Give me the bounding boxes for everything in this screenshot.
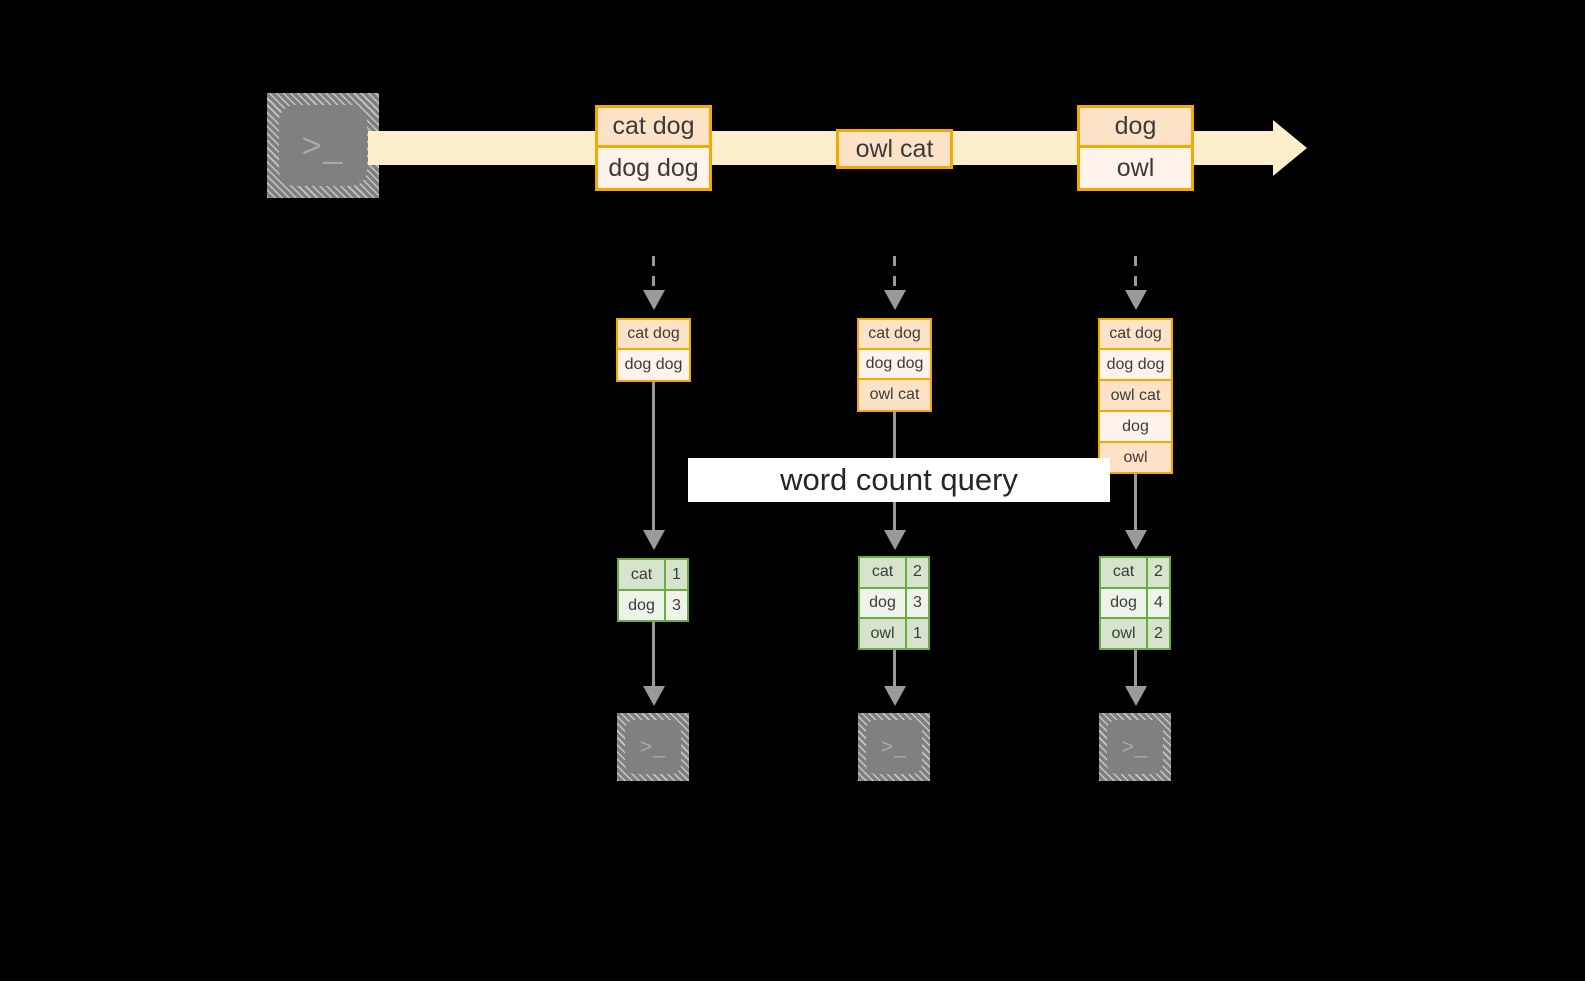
terminal-prompt-glyph: >_ <box>1121 735 1149 759</box>
column-1-result-count-1: 1 <box>666 560 687 589</box>
column-3-result-word-1: cat <box>1101 558 1148 587</box>
column-3-result-count-2: 4 <box>1148 588 1169 618</box>
terminal-screen <box>865 720 923 774</box>
stream-batch-1[interactable]: cat dog dog dog <box>595 105 712 191</box>
column-1-query-arrowhead <box>643 530 665 550</box>
column-1-accumulated-records[interactable]: cat dog dog dog <box>616 318 691 382</box>
stream-batch-1-line-2: dog dog <box>598 148 709 188</box>
terminal-screen <box>624 720 682 774</box>
column-3-accumulated-records[interactable]: cat dog dog dog owl cat dog owl <box>1098 318 1173 474</box>
column-3-result-table[interactable]: cat 2 dog 4 owl 2 <box>1099 556 1171 650</box>
column-1-stream-tap-line <box>652 256 655 294</box>
column-2-sink-arrowhead <box>884 686 906 706</box>
column-3-result-count-3: 2 <box>1148 619 1169 649</box>
column-2-result-table[interactable]: cat 2 dog 3 owl 1 <box>858 556 930 650</box>
column-3-result-word-2: dog <box>1101 588 1148 618</box>
table-row: cat 1 <box>619 560 687 591</box>
table-row: cat 2 <box>1101 558 1169 589</box>
column-3-record-3: owl cat <box>1100 381 1171 412</box>
column-2-result-word-1: cat <box>860 558 907 587</box>
column-2-stream-tap-line <box>893 256 896 294</box>
source-terminal-icon[interactable]: >_ <box>267 93 379 198</box>
column-3-sink-line <box>1134 650 1137 690</box>
column-1-record-2: dog dog <box>618 350 689 380</box>
column-2-sink-terminal-icon[interactable]: >_ <box>858 713 930 781</box>
column-3-sink-terminal-icon[interactable]: >_ <box>1099 713 1171 781</box>
column-3-result-word-3: owl <box>1101 619 1148 649</box>
stream-batch-3[interactable]: dog owl <box>1077 105 1194 191</box>
column-2-result-count-2: 3 <box>907 588 928 618</box>
terminal-prompt-glyph: >_ <box>301 126 345 165</box>
column-3-record-5: owl <box>1100 443 1171 472</box>
column-1-sink-arrowhead <box>643 686 665 706</box>
terminal-screen <box>1106 720 1164 774</box>
column-2-record-3: owl cat <box>859 380 930 410</box>
column-3-record-4: dog <box>1100 412 1171 443</box>
column-2-record-2: dog dog <box>859 350 930 380</box>
column-1-record-1: cat dog <box>618 320 689 350</box>
stream-arrowhead <box>1273 120 1307 176</box>
column-1-result-table[interactable]: cat 1 dog 3 <box>617 558 689 622</box>
column-2-accumulated-records[interactable]: cat dog dog dog owl cat <box>857 318 932 412</box>
column-1-result-word-1: cat <box>619 560 666 589</box>
column-3-sink-arrowhead <box>1125 686 1147 706</box>
column-3-stream-tap-arrowhead <box>1125 290 1147 310</box>
column-1-result-word-2: dog <box>619 591 666 620</box>
stream-batch-2-line-1: owl cat <box>839 132 950 166</box>
column-3-result-count-1: 2 <box>1148 558 1169 587</box>
table-row: dog 3 <box>619 591 687 620</box>
table-row: dog 3 <box>860 588 928 620</box>
stream-batch-3-line-1: dog <box>1080 108 1191 148</box>
table-row: owl 2 <box>1101 619 1169 649</box>
column-2-result-count-3: 1 <box>907 619 928 649</box>
column-3-query-arrowhead <box>1125 530 1147 550</box>
column-3-record-1: cat dog <box>1100 320 1171 350</box>
terminal-prompt-glyph: >_ <box>639 735 667 759</box>
column-2-result-word-3: owl <box>860 619 907 649</box>
column-2-record-1: cat dog <box>859 320 930 350</box>
column-2-stream-tap-arrowhead <box>884 290 906 310</box>
column-2-query-arrowhead <box>884 530 906 550</box>
column-3-stream-tap-line <box>1134 256 1137 294</box>
column-1-stream-tap-arrowhead <box>643 290 665 310</box>
column-3-query-line <box>1134 474 1137 534</box>
table-row: owl 1 <box>860 619 928 649</box>
stream-batch-3-line-2: owl <box>1080 148 1191 188</box>
column-3-record-2: dog dog <box>1100 350 1171 381</box>
terminal-screen <box>279 104 367 187</box>
stream-batch-2[interactable]: owl cat <box>836 129 953 169</box>
terminal-prompt-glyph: >_ <box>880 735 908 759</box>
table-row: cat 2 <box>860 558 928 589</box>
column-2-sink-line <box>893 650 896 690</box>
column-1-sink-line <box>652 622 655 690</box>
column-2-result-count-1: 2 <box>907 558 928 587</box>
word-count-query-banner: word count query <box>688 458 1110 502</box>
column-1-query-line <box>652 382 655 534</box>
column-1-sink-terminal-icon[interactable]: >_ <box>617 713 689 781</box>
table-row: dog 4 <box>1101 588 1169 620</box>
stream-batch-1-line-1: cat dog <box>598 108 709 148</box>
column-2-result-word-2: dog <box>860 588 907 618</box>
column-1-result-count-2: 3 <box>666 591 687 620</box>
